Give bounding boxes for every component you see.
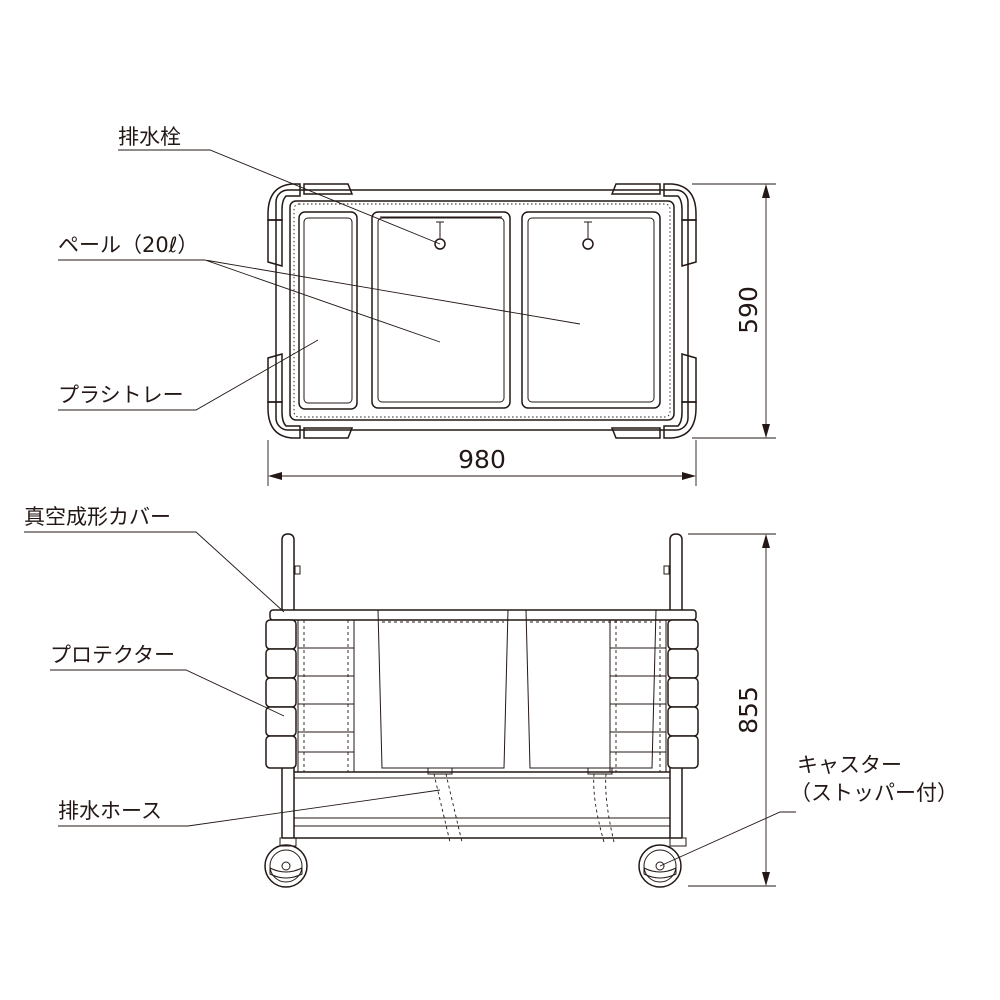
leader-drain-plug bbox=[118, 149, 441, 245]
pail-front-left bbox=[377, 609, 509, 769]
dimension-height bbox=[688, 533, 776, 887]
caster-right bbox=[638, 837, 687, 888]
leader-pail bbox=[58, 259, 581, 343]
label-pail: ペール（20ℓ） bbox=[58, 233, 198, 257]
corner-protector-bottom-right bbox=[610, 353, 697, 439]
top-view-outer-frame bbox=[275, 189, 689, 431]
dimension-depth-value: 590 bbox=[734, 286, 763, 334]
label-caster-line1: キャスター bbox=[797, 753, 902, 777]
protector-left bbox=[265, 619, 355, 773]
leader-vacuum-cover bbox=[24, 531, 285, 613]
drain-plug-left bbox=[434, 238, 446, 250]
corner-protector-bottom-left bbox=[267, 353, 354, 439]
plastic-tray-compartment bbox=[298, 211, 358, 410]
pail-left bbox=[371, 211, 511, 409]
dimension-width bbox=[267, 440, 697, 486]
drain-plug-right bbox=[582, 238, 594, 250]
leader-drain-hose bbox=[58, 789, 441, 827]
label-caster-line2: （ストッパー付） bbox=[790, 781, 958, 805]
drain-hose-left bbox=[427, 767, 463, 843]
dimension-depth bbox=[692, 183, 776, 439]
corner-protector-top-right bbox=[610, 183, 697, 267]
label-protector: プロテクター bbox=[50, 643, 175, 667]
dimension-height-value: 855 bbox=[734, 686, 763, 734]
top-view: 排水栓 ペール（20ℓ） プラシトレー 980 590 bbox=[58, 125, 776, 486]
front-view: 真空成形カバー プロテクター 排水ホース キャスター （ストッパー付） 855 bbox=[24, 505, 958, 888]
leader-caster bbox=[659, 811, 796, 867]
label-vacuum-formed-cover: 真空成形カバー bbox=[24, 505, 171, 529]
label-drain-plug: 排水栓 bbox=[118, 125, 181, 149]
top-view-inner-frame bbox=[289, 200, 675, 421]
caster-left bbox=[264, 837, 308, 888]
leader-protector bbox=[50, 669, 285, 717]
leader-plastic-tray bbox=[58, 339, 319, 411]
pail-front-right bbox=[525, 609, 657, 769]
handle-post-left bbox=[281, 533, 295, 838]
dimension-width-value: 980 bbox=[458, 445, 506, 474]
drain-hose-right bbox=[587, 767, 615, 843]
handle-post-right bbox=[669, 533, 683, 838]
protector-right bbox=[609, 619, 699, 773]
vacuum-formed-cover bbox=[269, 609, 697, 621]
label-drain-hose: 排水ホース bbox=[58, 799, 162, 823]
corner-protector-top-left bbox=[267, 183, 354, 267]
lower-shelf bbox=[293, 817, 671, 827]
pail-right bbox=[521, 211, 661, 409]
label-plastic-tray: プラシトレー bbox=[58, 383, 184, 407]
